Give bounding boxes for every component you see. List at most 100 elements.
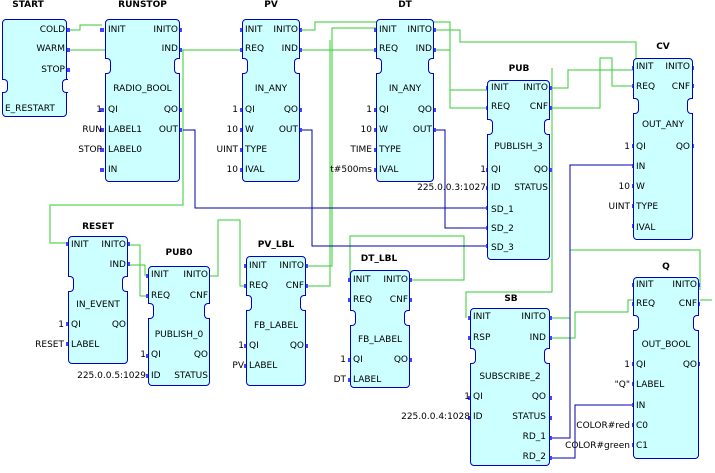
- port-pin: [298, 28, 302, 32]
- fb-pv-lbl-title: PV_LBL: [257, 240, 295, 250]
- port-pin: [304, 284, 308, 288]
- fb-dt-title: DT: [398, 0, 412, 10]
- fb-pub0[interactable]: PUB0 INIT REQ INITO CNF PUBLISH_0 QI ID …: [144, 248, 214, 390]
- port-pin: [100, 168, 104, 172]
- data-wire-dt-sd2: [436, 129, 488, 229]
- event-wire-pub-cnf: [552, 57, 636, 109]
- fb-pub0-type: PUBLISH_0: [154, 330, 204, 340]
- fb-pv-title: PV: [264, 0, 278, 10]
- port-start-cold: COLD: [39, 25, 65, 35]
- fb-start-body: [2, 19, 67, 117]
- fb-pub[interactable]: PUB INIT REQ INITO CNF PUBLISH_3 QI ID S…: [484, 64, 554, 264]
- fb-cv[interactable]: CV INIT REQ INITO CNF OUT_ANY QI IN W TY…: [630, 42, 696, 244]
- port-pin: [408, 278, 412, 282]
- event-wire-dt-pub-req: [436, 49, 488, 109]
- fb-sb-type: SUBSCRIBE_2: [479, 372, 541, 382]
- fb-dt-type: IN_ANY: [388, 84, 422, 94]
- fb-sb-body: [470, 308, 550, 466]
- event-wire-reset-pub0-req: [130, 244, 148, 297]
- fb-dt[interactable]: DT INIT REQ INITO IND IN_ANY QI W TYPE I…: [372, 0, 438, 190]
- port-start-stop: STOP: [41, 65, 65, 75]
- fb-sb[interactable]: SB INIT RSP INITO IND SUBSCRIBE_2 QI ID …: [468, 294, 554, 470]
- port-pin: [178, 128, 182, 132]
- port-pin: [178, 48, 182, 52]
- event-wire-pub-cv: [552, 69, 636, 89]
- fb-start-title: START: [12, 0, 44, 10]
- port-pin: [298, 48, 302, 52]
- port-pin: [408, 358, 412, 362]
- port-pin: [178, 28, 182, 32]
- port-pin: [432, 128, 436, 132]
- fb-pv-lbl-body: [246, 256, 306, 386]
- fb-pv-lbl[interactable]: PV_LBL INIT REQ INITO CNF FB_LABEL QI LA…: [244, 240, 308, 390]
- port-pin: [548, 86, 552, 90]
- port-pin: [100, 108, 104, 112]
- port-pin: [548, 456, 552, 460]
- port-pin: [548, 316, 552, 320]
- port-pin: [178, 108, 182, 112]
- event-wire-runstop-reset: [49, 50, 184, 244]
- port-pin: [304, 264, 308, 268]
- param-runstop-label1: RUN: [82, 125, 102, 135]
- port-pin: [548, 106, 552, 110]
- fb-q[interactable]: Q INIT REQ INITO CNF OUT_BOOL QI LABEL I…: [630, 262, 702, 462]
- fb-cv-title: CV: [656, 42, 670, 52]
- port-pin: [298, 108, 302, 112]
- fb-cv-body: [633, 58, 693, 240]
- fb-runstop-type: RADIO_BOOL: [113, 84, 172, 94]
- data-wire-rd1-cv: [552, 164, 636, 439]
- fb-reset-type: IN_EVENT: [76, 300, 120, 310]
- port-pin: [408, 298, 412, 302]
- fb-reset-title: RESET: [82, 222, 114, 232]
- port-pin: [548, 396, 552, 400]
- port-pin: [100, 148, 104, 152]
- fb-pub0-title: PUB0: [165, 248, 193, 258]
- port-pin: [100, 128, 104, 132]
- data-wire-pv-sd3: [300, 129, 488, 247]
- event-wire-reset-pub0: [130, 264, 146, 276]
- port-pin: [548, 436, 552, 440]
- fb-pub0-body: [148, 266, 210, 386]
- event-wire-dt-cv: [436, 29, 637, 68]
- fb-runstop[interactable]: RUNSTOP INIT INITO IND RADIO_BOOL QI LAB…: [100, 0, 185, 190]
- port-pin: [66, 68, 70, 72]
- param-runstop-qi: 1: [96, 105, 102, 115]
- fb-start[interactable]: START COLD WARM STOP E_RESTART: [0, 0, 70, 120]
- event-wire-dtlbl: [349, 235, 465, 281]
- fb-pv-lbl-type: FB_LABEL: [253, 321, 299, 331]
- port-pin: [432, 108, 436, 112]
- port-start-warm: WARM: [36, 44, 65, 54]
- port-pin: [432, 28, 436, 32]
- fb-cv-type: OUT_ANY: [641, 120, 685, 130]
- fb-pv-type: IN_ANY: [254, 84, 288, 94]
- data-wire-rd2-q: [552, 404, 636, 459]
- fb-dt-lbl[interactable]: DT_LBL INIT REQ INITO CNF FB_LABEL QI LA…: [346, 254, 412, 392]
- fb-pub-type: PUBLISH_3: [494, 142, 543, 152]
- fb-reset-body: [68, 236, 128, 364]
- event-wire-pvlbl-dt: [306, 27, 378, 267]
- fb-pv-body: [242, 19, 300, 182]
- port-pin: [432, 48, 436, 52]
- fb-pub-title: PUB: [508, 64, 530, 74]
- fb-q-body: [633, 277, 699, 459]
- port-pin: [548, 336, 552, 340]
- fb-dt-lbl-body: [350, 270, 410, 388]
- port-pin: [66, 28, 70, 32]
- param-runstop-label0: STOP: [78, 145, 102, 155]
- fb-q-title: Q: [662, 262, 670, 272]
- port-pin: [126, 262, 130, 266]
- data-wire-runstop-sd1: [183, 129, 488, 209]
- port-pin: [126, 242, 130, 246]
- fb-dt-body: [376, 19, 434, 182]
- port-pin: [304, 344, 308, 348]
- fb-reset[interactable]: RESET INIT INITO IND IN_EVENT QI LABEL Q…: [64, 222, 132, 367]
- start-bottom-label: E_RESTART: [5, 104, 55, 114]
- event-wire-sb-init: [465, 68, 553, 318]
- fb-dt-lbl-title: DT_LBL: [360, 254, 398, 264]
- fb-pv[interactable]: PV INIT REQ INITO IND IN_ANY QI W TYPE I…: [238, 0, 304, 190]
- event-wire-sb-ind: [552, 299, 634, 339]
- fb-pub-body: [487, 80, 550, 260]
- port-pin: [548, 168, 552, 172]
- event-wire-pvlbl-cnf: [304, 40, 331, 287]
- fb-runstop-title: RUNSTOP: [118, 0, 167, 10]
